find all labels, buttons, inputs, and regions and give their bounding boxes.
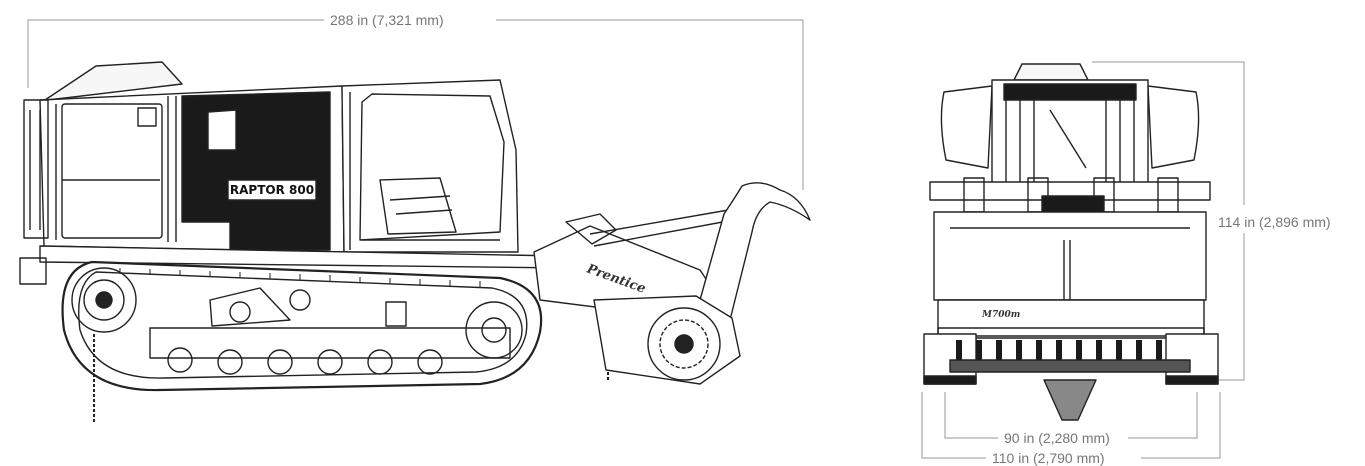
cab-window — [359, 93, 505, 241]
mulcher-drum — [647, 307, 721, 381]
drive-sprocket — [71, 267, 137, 333]
overall-width-label: 110 in (2,790 mm) — [986, 451, 1111, 465]
track-width-line-right — [1128, 392, 1198, 439]
overall-length-label: 288 in (7,321 mm) — [324, 12, 450, 28]
crawler-track — [61, 260, 543, 392]
length-dimension-line-left — [27, 19, 324, 88]
vent-label-plate — [207, 109, 237, 151]
front-view-drawing: M700m — [923, 63, 1219, 421]
track-inner — [78, 271, 528, 379]
mulcher-housing — [937, 299, 1205, 337]
operator-seat — [379, 177, 457, 235]
height-label: 114 in (2,896 mm) — [1218, 214, 1331, 230]
model-badge-plate — [227, 179, 317, 201]
operator-cab — [341, 79, 519, 253]
side-model-badge: RAPTOR 800 — [230, 183, 314, 197]
length-dimension-line-right — [496, 19, 804, 190]
front-mulcher-model: M700m — [981, 310, 1020, 320]
left-enclosure — [940, 85, 993, 169]
track-frame-beam — [149, 327, 511, 359]
rear-grille — [23, 99, 49, 239]
push-bar — [699, 182, 811, 321]
chain-curtain — [1043, 379, 1097, 421]
height-dimension-line-bottom — [1218, 233, 1245, 381]
side-view-drawing: RAPTOR 800 Prentice — [19, 61, 811, 422]
hydraulic-block — [385, 301, 407, 327]
track-width-line-left — [944, 392, 998, 439]
side-access-door — [61, 103, 163, 239]
top-grille — [1003, 83, 1137, 101]
mulcher-teeth — [956, 340, 1162, 362]
track-width-label: 90 in (2,280 mm) — [998, 430, 1116, 446]
mulcher-head — [593, 295, 741, 385]
height-dimension-line-top — [1092, 61, 1245, 205]
carrier-roller — [289, 289, 311, 311]
track-roller — [167, 347, 193, 373]
overall-width-line-left — [921, 392, 986, 459]
frame-bracket — [209, 287, 291, 327]
door-latch — [137, 107, 157, 127]
front-roof — [1013, 63, 1089, 81]
drum-shadow — [949, 359, 1191, 373]
overall-width-line-right — [1141, 392, 1221, 459]
right-enclosure — [1147, 85, 1200, 169]
rear-counterweight — [19, 257, 47, 285]
